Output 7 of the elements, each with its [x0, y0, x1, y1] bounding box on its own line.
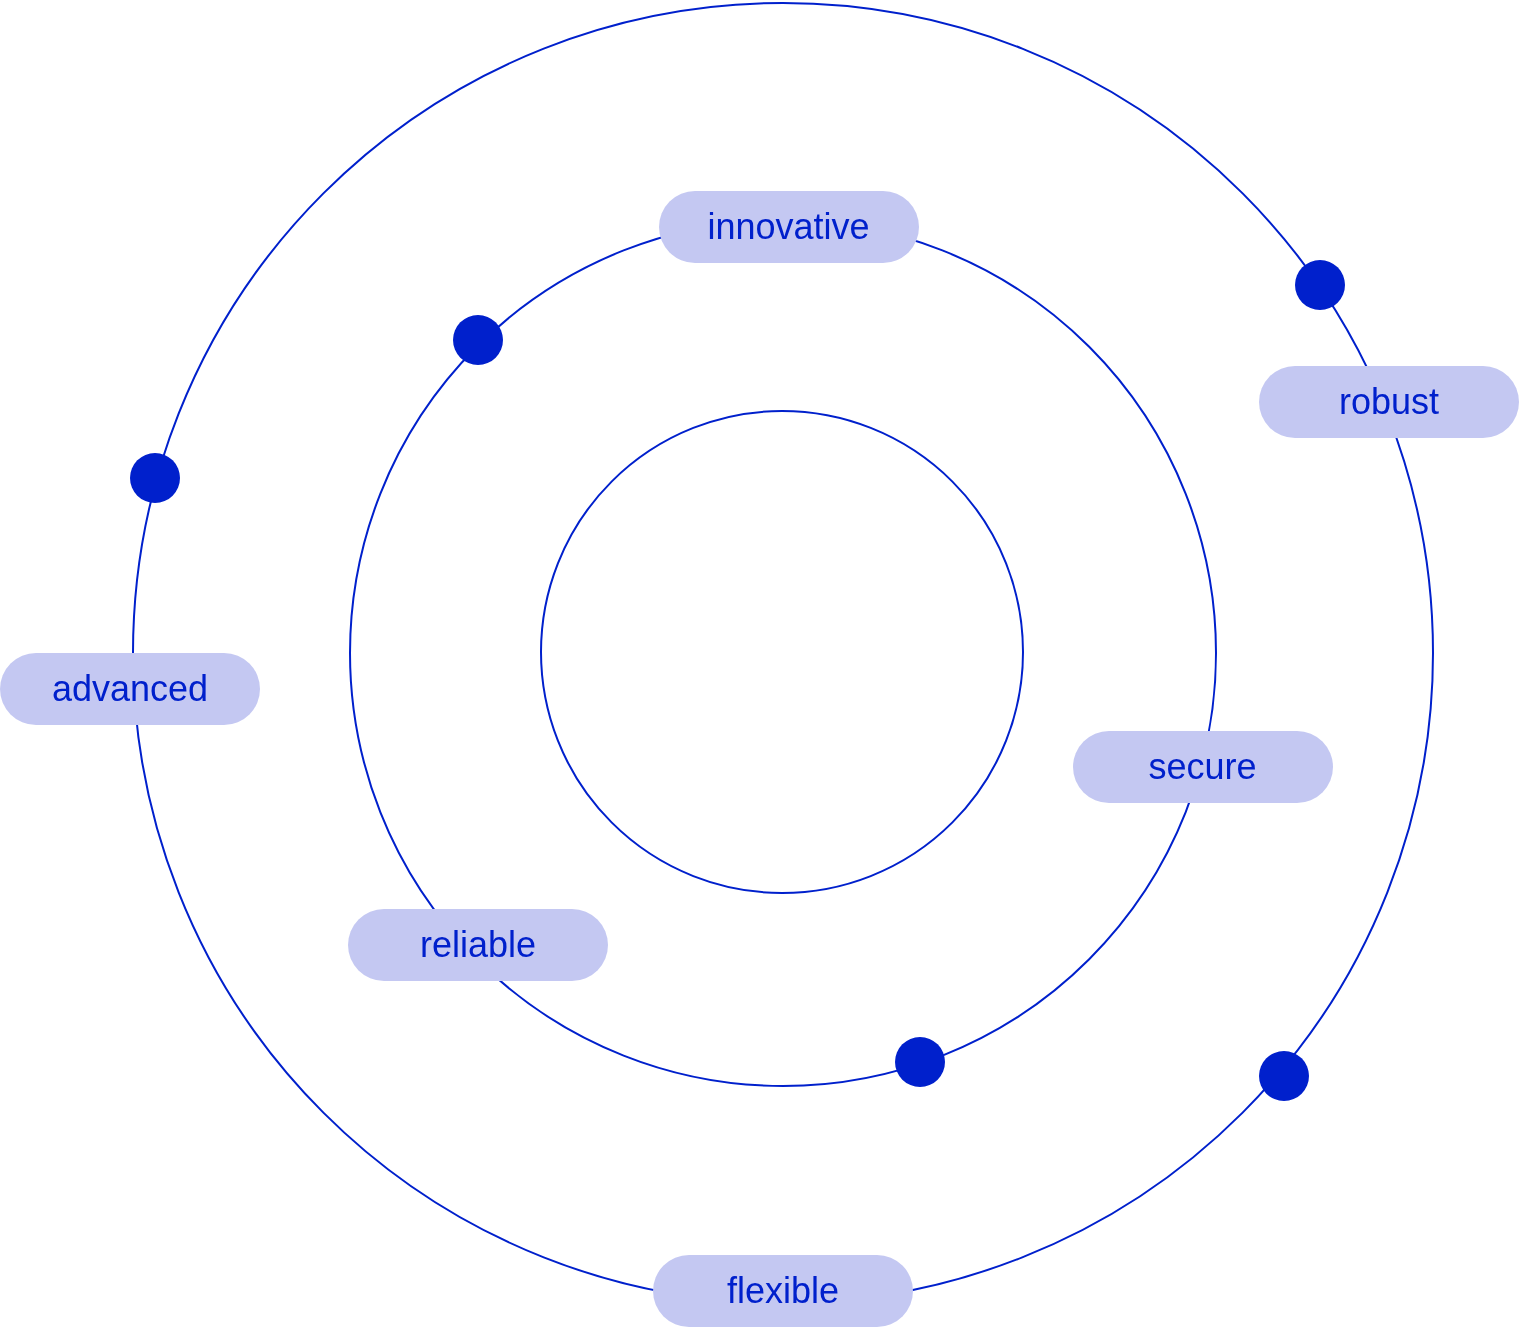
tag-label: reliable: [348, 909, 608, 981]
orbit-ring: [540, 410, 1024, 894]
tag-label: innovative: [658, 190, 919, 263]
tag-label: flexible: [653, 1255, 913, 1327]
tag-label: secure: [1072, 730, 1333, 803]
tag-label: robust: [1259, 366, 1519, 438]
tag-label: advanced: [0, 653, 260, 725]
